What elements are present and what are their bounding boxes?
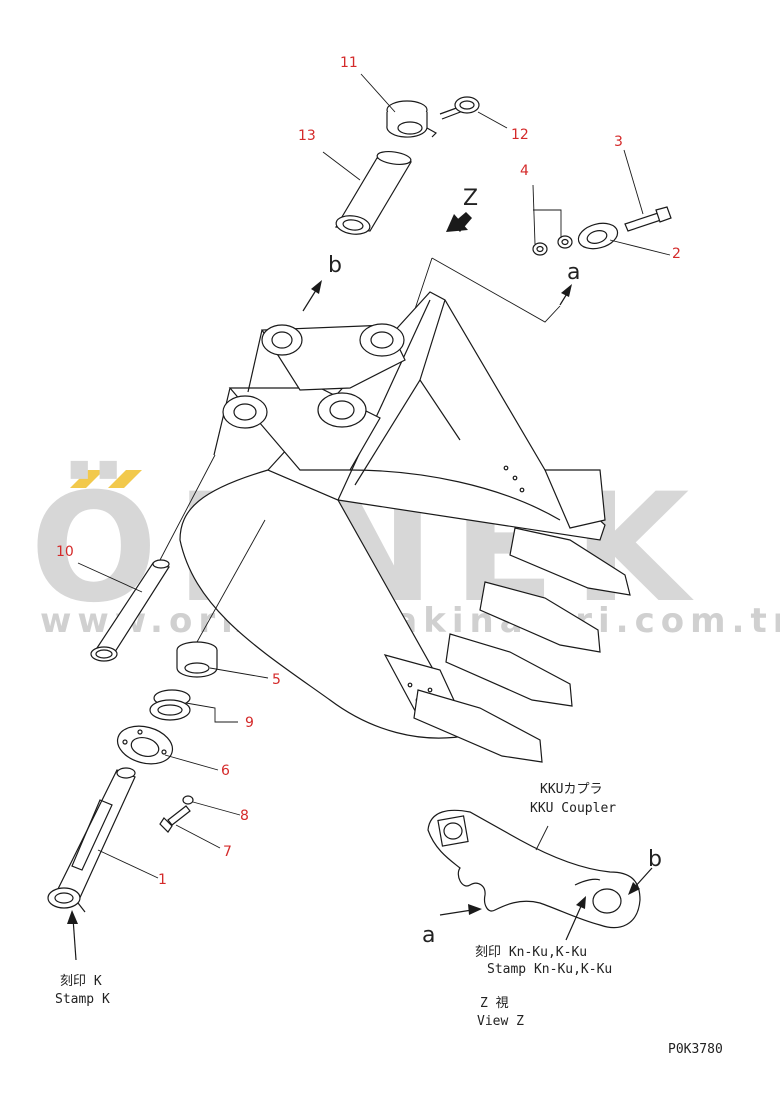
coupler-title-jp: KKUカプラ (540, 782, 602, 797)
view-z-letter: Z (463, 186, 478, 211)
pin-stamp-en: Stamp K (55, 992, 110, 1007)
ref-a-top-label: a (567, 260, 580, 285)
view-z-caption-jp: Z 視 (480, 996, 509, 1011)
ref-b-top-label: b (328, 253, 342, 278)
callout-6: 6 (221, 763, 230, 779)
callout-8: 8 (240, 808, 249, 824)
coupler-ref-b-label: b (648, 847, 662, 872)
callout-13: 13 (298, 128, 316, 144)
view-z-caption-en: View Z (477, 1014, 524, 1029)
watermark-accent-left (70, 470, 104, 488)
ref-arrow-b-top: b (302, 253, 342, 312)
part-4-nuts (532, 235, 573, 256)
view-z-arrow: Z (446, 186, 478, 232)
leader-lines (77, 73, 671, 879)
part-13-bushing (335, 151, 412, 235)
coupler-stamp-arrow (565, 896, 586, 941)
coupler-view (427, 809, 641, 929)
part-12-lock-pin (439, 96, 480, 120)
text-labels: KKUカプラ KKU Coupler 刻印 Kn-Ku,K-Ku Stamp K… (55, 782, 723, 1057)
callout-3: 3 (614, 134, 623, 150)
part-5-bushing (176, 641, 218, 678)
stamp-k-arrow (67, 910, 78, 961)
part-8-washer (182, 795, 194, 805)
coupler-arrow-a: a (422, 904, 482, 948)
part-2-collar (577, 222, 619, 250)
coupler-title-en: KKU Coupler (530, 801, 616, 816)
callout-2: 2 (672, 246, 681, 262)
coupler-stamp-en: Stamp Kn-Ku,K-Ku (487, 962, 612, 977)
part-3-bolt (624, 206, 672, 232)
callout-5: 5 (272, 672, 281, 688)
coupler-stamp-jp: 刻印 Kn-Ku,K-Ku (475, 945, 587, 960)
callout-7: 7 (223, 844, 232, 860)
bucket (179, 291, 631, 763)
callout-9: 9 (245, 715, 254, 731)
part-10-pin (90, 559, 170, 662)
part-1-main-pin (47, 767, 136, 913)
callout-10: 10 (56, 544, 74, 560)
part-11-collar (386, 100, 437, 138)
pin-stamp-jp: 刻印 K (60, 974, 102, 989)
bucket-teeth (413, 527, 631, 763)
ref-arrow-a-top: a (559, 260, 580, 306)
callout-11: 11 (340, 55, 358, 71)
part-7-bolt (159, 805, 191, 833)
part-9-shims (149, 689, 191, 721)
callout-4: 4 (520, 163, 529, 179)
part-6-collar (116, 725, 174, 765)
coupler-ref-a-label: a (422, 923, 435, 948)
callout-numbers: 11 12 13 3 4 2 10 5 9 6 8 7 1 (56, 55, 681, 888)
watermark-accent-right (108, 470, 142, 488)
callout-1: 1 (158, 872, 167, 888)
coupler-arrow-b: b (628, 847, 662, 895)
drawing-code: P0K3780 (668, 1042, 723, 1057)
callout-12: 12 (511, 127, 529, 143)
